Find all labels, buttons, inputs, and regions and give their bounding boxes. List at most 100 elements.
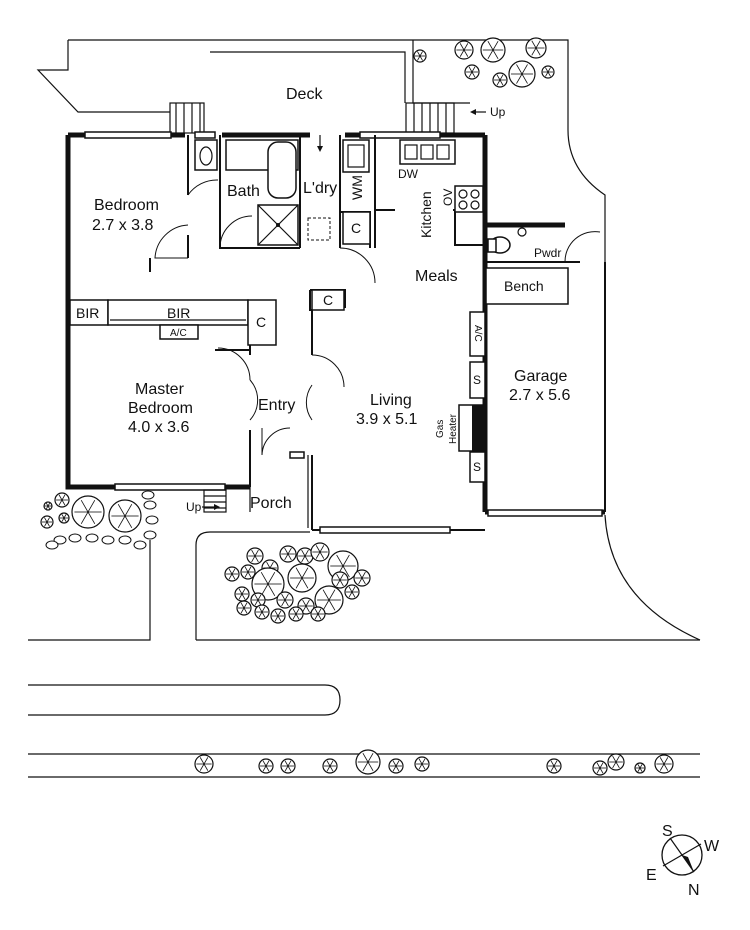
shrub-detail xyxy=(251,549,256,557)
shrub-detail xyxy=(87,511,96,524)
shrub-detail xyxy=(550,760,555,767)
shrub-detail xyxy=(328,589,336,601)
porch-steps xyxy=(203,451,309,528)
bath-label: Bath xyxy=(227,183,260,200)
shrub-detail xyxy=(240,607,245,614)
powder-fixtures xyxy=(487,227,527,254)
living-dim: 3.9 x 5.1 xyxy=(356,411,417,428)
shrub-detail xyxy=(244,566,249,573)
shrub-detail xyxy=(47,502,51,507)
stepping-stone xyxy=(141,490,155,500)
shrub-detail xyxy=(553,760,558,767)
shrub-detail xyxy=(274,615,279,622)
shrub-detail xyxy=(421,758,426,765)
shrub-detail xyxy=(267,583,276,596)
shrub-detail xyxy=(348,586,353,593)
shrub-detail xyxy=(521,73,528,84)
shrub-detail xyxy=(199,763,205,771)
shrub-detail xyxy=(124,515,133,528)
shrub-detail xyxy=(535,40,541,49)
shrub-detail xyxy=(418,758,423,765)
deck-steps-right xyxy=(405,102,455,134)
shrub-detail xyxy=(63,517,67,522)
shrub-detail xyxy=(315,551,321,559)
shrub-detail xyxy=(492,49,499,60)
living-wall-fixtures xyxy=(458,311,486,483)
shrub-detail xyxy=(463,49,469,57)
c-meals-label: C xyxy=(323,292,333,308)
shrub-detail xyxy=(281,599,286,607)
shrub-detail xyxy=(322,599,330,611)
shrub-detail xyxy=(243,607,248,614)
shrub-detail xyxy=(80,511,89,524)
compass-w: W xyxy=(704,838,720,855)
shrub-detail xyxy=(277,610,282,617)
site-lines xyxy=(28,39,701,778)
shrub-detail xyxy=(301,567,309,579)
kitchen-cupboard xyxy=(311,289,345,311)
shrub-detail xyxy=(599,762,604,769)
shrub-detail xyxy=(284,760,289,767)
stepping-stone xyxy=(85,533,99,543)
shrub-detail xyxy=(615,755,620,763)
shrub-detail xyxy=(535,47,541,56)
shrub-detail xyxy=(637,767,641,772)
shrub-detail xyxy=(254,594,259,601)
shrub-detail xyxy=(663,757,669,765)
stepping-stone xyxy=(101,535,115,545)
shrub-detail xyxy=(329,760,334,767)
shrub-detail xyxy=(61,514,65,519)
shrub-detail xyxy=(362,761,369,772)
master-label: Master xyxy=(135,381,185,398)
shrub-detail xyxy=(326,765,331,772)
shrub-detail xyxy=(258,606,263,613)
shrub-detail xyxy=(516,64,523,75)
heater-label: Heater xyxy=(448,413,459,444)
shrub-detail xyxy=(304,549,309,557)
shrub-detail xyxy=(499,74,504,81)
shrub-detail xyxy=(314,608,319,615)
shrub-detail xyxy=(516,73,523,84)
shrub-detail xyxy=(463,43,469,51)
shrub-detail xyxy=(322,589,330,601)
shrub-detail xyxy=(545,71,549,77)
shrub-detail xyxy=(302,605,307,613)
stepping-stone xyxy=(143,530,157,540)
shrub-detail xyxy=(266,561,271,569)
compass: S W E N xyxy=(646,823,720,899)
shrub-detail xyxy=(531,47,537,56)
shrub-detail xyxy=(342,565,350,578)
shrub-detail xyxy=(545,67,549,73)
shrub-detail xyxy=(317,613,322,620)
shrub-detail xyxy=(269,561,274,569)
shrub-detail xyxy=(596,762,601,769)
gas-label: Gas xyxy=(435,420,446,438)
shrub-detail xyxy=(553,765,558,772)
stepping-stone xyxy=(45,540,59,550)
ac-living-label: A/C xyxy=(472,325,483,342)
shrub-detail xyxy=(421,763,426,770)
pwdr-label: Pwdr xyxy=(534,246,561,260)
shrub-detail xyxy=(231,573,236,580)
garage-dim: 2.7 x 5.6 xyxy=(509,387,570,404)
shrub-detail xyxy=(46,521,50,527)
shrub-detail xyxy=(487,40,494,51)
shrub-detail xyxy=(287,765,292,772)
shrub-detail xyxy=(339,579,344,587)
shrub-detail xyxy=(361,571,366,579)
shrub-detail xyxy=(243,602,248,609)
shrub-detail xyxy=(471,66,476,73)
shrub-detail xyxy=(244,571,249,578)
shrub-detail xyxy=(292,613,297,620)
shrub-detail xyxy=(419,51,423,57)
shrub-detail xyxy=(228,573,233,580)
up-arrow-porch: Up xyxy=(186,500,220,514)
stepping-stone xyxy=(133,540,147,550)
porch-label: Porch xyxy=(250,495,292,512)
shrub-detail xyxy=(550,765,555,772)
shrub-detail xyxy=(284,765,289,772)
compass-s: S xyxy=(662,823,673,840)
shrub-detail xyxy=(80,500,89,513)
shrub-detail xyxy=(362,752,369,763)
shrub-detail xyxy=(117,515,126,528)
